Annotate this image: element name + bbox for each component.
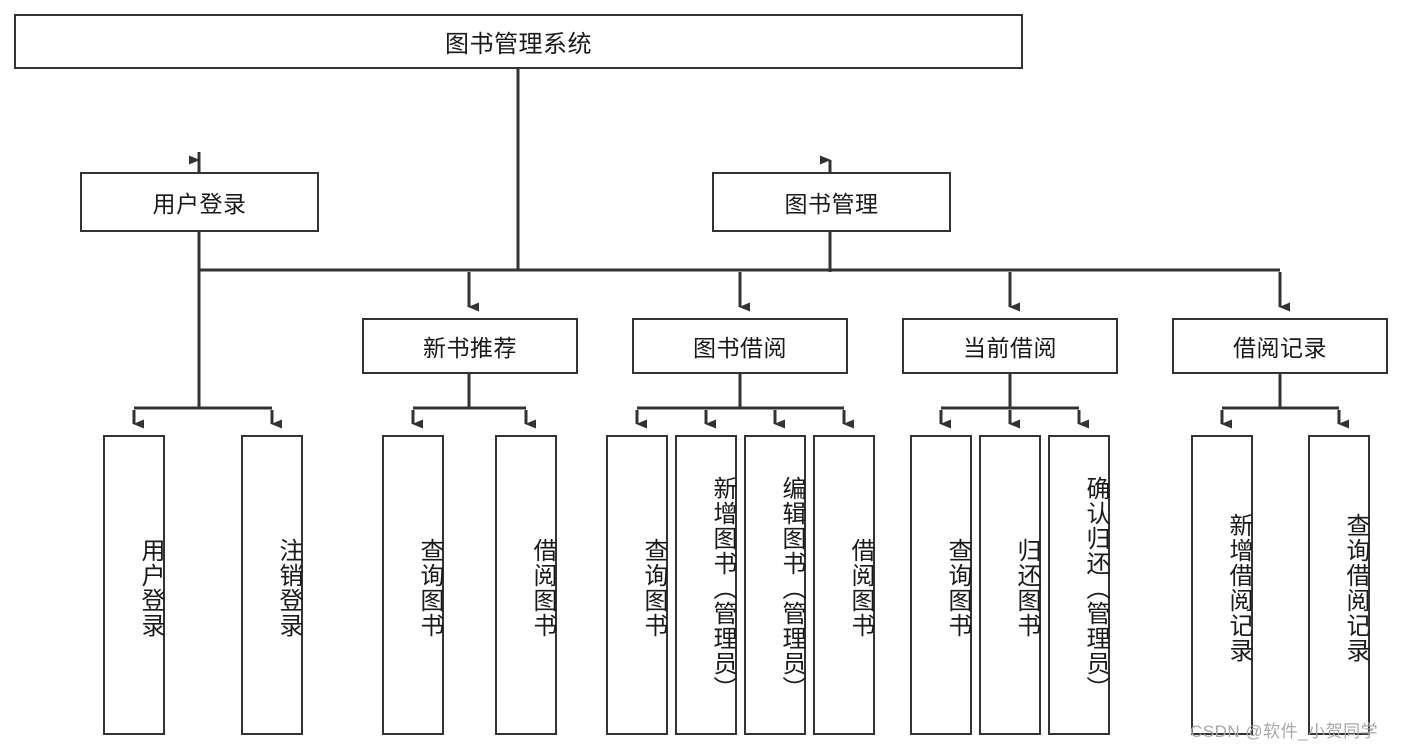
leaf-book-borrow-borrow-book[interactable]: 借阅图书	[813, 435, 875, 735]
node-borrow-record[interactable]: 借阅记录	[1172, 318, 1388, 374]
node-root-book-management-system[interactable]: 图书管理系统	[14, 14, 1023, 69]
leaf-current-borrow-return-book[interactable]: 归还图书	[979, 435, 1041, 735]
node-book-borrow[interactable]: 图书借阅	[632, 318, 848, 374]
leaf-current-borrow-query-book[interactable]: 查询图书	[910, 435, 972, 735]
leaf-user-login-logout[interactable]: 注销登录	[241, 435, 303, 735]
node-new-book-recommend[interactable]: 新书推荐	[362, 318, 578, 374]
leaf-current-borrow-confirm-return-admin[interactable]: 确认归还（管理员）	[1048, 435, 1110, 735]
csdn-watermark: CSDN @软件_小贺同学	[1190, 722, 1379, 741]
node-book-management[interactable]: 图书管理	[712, 172, 951, 232]
leaf-book-borrow-query-book[interactable]: 查询图书	[606, 435, 668, 735]
leaf-new-book-query-book[interactable]: 查询图书	[382, 435, 444, 735]
leaf-book-borrow-add-book-admin[interactable]: 新增图书（管理员）	[675, 435, 737, 735]
leaf-new-book-borrow-book[interactable]: 借阅图书	[495, 435, 557, 735]
leaf-user-login-login[interactable]: 用户登录	[103, 435, 165, 735]
leaf-book-borrow-edit-book-admin[interactable]: 编辑图书（管理员）	[744, 435, 806, 735]
leaf-borrow-record-query-record[interactable]: 查询借阅记录	[1308, 435, 1370, 735]
leaf-borrow-record-add-record[interactable]: 新增借阅记录	[1191, 435, 1253, 735]
node-user-login[interactable]: 用户登录	[80, 172, 319, 232]
node-current-borrow[interactable]: 当前借阅	[902, 318, 1118, 374]
